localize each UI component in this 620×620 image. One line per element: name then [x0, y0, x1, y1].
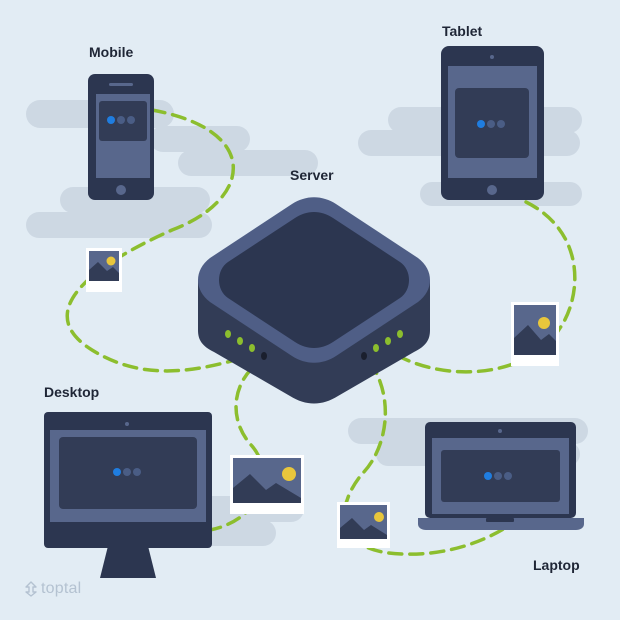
status-light-icon: [397, 330, 403, 338]
tablet-label: Tablet: [442, 23, 483, 39]
status-light-icon: [237, 337, 243, 345]
connection-tablet: [383, 200, 577, 374]
image-thumbnail-icon: [511, 302, 559, 366]
port-icon: [261, 352, 267, 360]
server-status-lights-right: [361, 330, 403, 360]
mobile-label: Mobile: [89, 44, 134, 60]
sun-icon: [374, 512, 384, 522]
server-status-lights-left: [225, 330, 267, 360]
mountain-icon: [89, 262, 119, 281]
server-device: [198, 197, 430, 404]
loading-dots-icon: [113, 468, 141, 476]
sun-icon: [106, 256, 116, 266]
status-light-icon: [225, 330, 231, 338]
sun-icon: [538, 317, 550, 329]
home-button-icon: [116, 185, 126, 195]
cloud-bar: [26, 212, 212, 238]
image-thumbnail-icon: [86, 248, 122, 292]
laptop-label: Laptop: [533, 557, 580, 573]
status-light-icon: [385, 337, 391, 345]
tablet-device: [441, 46, 544, 200]
desktop-label: Desktop: [44, 384, 100, 400]
cloud-bar: [150, 126, 250, 152]
brand-name: toptal: [41, 580, 82, 597]
toptal-logo-icon: [25, 581, 37, 597]
image-thumbnail-icon: [230, 455, 304, 514]
server-top-panel: [219, 212, 409, 348]
mountain-icon: [514, 325, 556, 355]
status-light-icon: [249, 344, 255, 352]
port-icon: [361, 352, 367, 360]
loading-dots-icon: [107, 116, 135, 124]
sun-icon: [282, 467, 296, 481]
mobile-device: [88, 74, 154, 200]
camera-icon: [490, 55, 494, 59]
laptop-device: [418, 422, 584, 530]
loading-dots-icon: [477, 120, 505, 128]
loading-dots-icon: [484, 472, 512, 480]
image-thumbnail-icon: [337, 502, 390, 548]
status-light-icon: [373, 344, 379, 352]
server-label: Server: [290, 167, 334, 183]
mountain-icon: [233, 474, 301, 503]
camera-icon: [125, 422, 129, 426]
desktop-device: [44, 412, 212, 578]
brand-logo: toptal: [24, 580, 81, 598]
camera-icon: [498, 429, 502, 433]
speaker-icon: [109, 83, 133, 86]
connection-mobile: [65, 108, 264, 373]
desktop-stand: [100, 546, 156, 578]
laptop-notch: [486, 518, 514, 522]
laptop-base: [418, 518, 584, 530]
home-button-icon: [487, 185, 497, 195]
cloud-bar: [178, 150, 318, 176]
mountain-icon: [340, 518, 387, 539]
